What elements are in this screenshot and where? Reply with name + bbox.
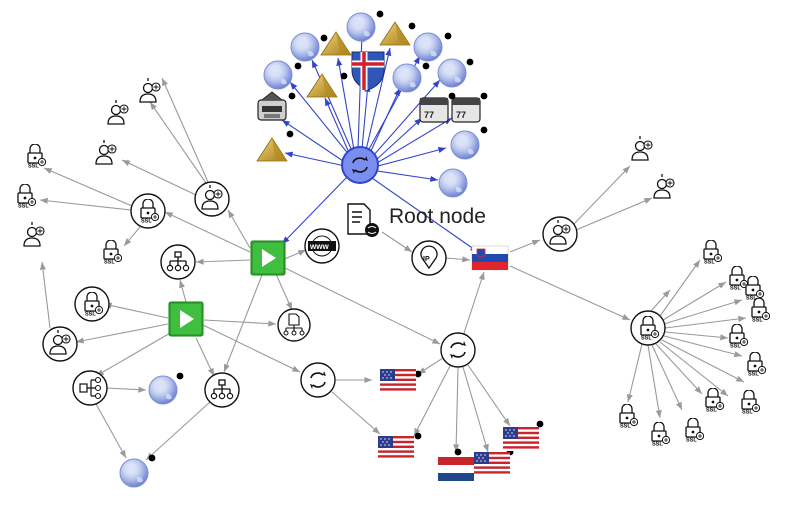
ssl-lock-icon[interactable] <box>703 240 722 266</box>
ssl-lock-icon[interactable] <box>17 184 36 210</box>
person-hub-node[interactable] <box>194 181 230 217</box>
ssl-lock-icon[interactable] <box>747 352 766 378</box>
green-play-node[interactable] <box>168 301 204 337</box>
tree-node[interactable] <box>204 372 240 408</box>
globe-icon[interactable] <box>119 458 149 488</box>
calendar-icon[interactable]: 77 <box>451 97 481 123</box>
sync-hub-node[interactable] <box>341 146 379 184</box>
calendar-icon[interactable]: 77 <box>419 97 449 123</box>
building-icon[interactable] <box>257 91 287 121</box>
flag-netherlands-icon[interactable] <box>438 457 474 481</box>
ssl-lock-icon[interactable] <box>619 404 638 430</box>
ssl-lock-icon[interactable] <box>685 418 704 444</box>
person-icon[interactable] <box>139 78 161 103</box>
person-icon[interactable] <box>23 222 45 247</box>
globe-icon[interactable] <box>148 375 178 405</box>
flag-slovenia-icon[interactable] <box>471 245 509 271</box>
globe-icon[interactable] <box>290 32 320 62</box>
ssl-lock-icon[interactable] <box>745 276 764 302</box>
svg-text:www: www <box>309 242 329 251</box>
www-node[interactable]: www <box>304 228 340 264</box>
ssl-hub-node[interactable] <box>630 310 666 346</box>
ssl-lock-icon[interactable] <box>103 240 122 266</box>
svg-text:77: 77 <box>424 110 434 120</box>
svg-text:IP: IP <box>423 256 430 263</box>
pyramid-icon[interactable] <box>256 137 288 162</box>
pyramid-icon[interactable] <box>306 73 338 98</box>
ssl-lock-icon[interactable] <box>729 266 748 292</box>
document-tree-node[interactable] <box>277 308 311 342</box>
person-icon[interactable] <box>631 136 653 161</box>
sync-node[interactable] <box>440 332 476 368</box>
flag-usa-icon[interactable] <box>378 436 414 460</box>
branch-node[interactable] <box>72 370 108 406</box>
globe-icon[interactable] <box>413 32 443 62</box>
svg-text:77: 77 <box>456 110 466 120</box>
network-node[interactable] <box>160 244 196 280</box>
person-icon[interactable] <box>95 140 117 165</box>
status-dots <box>148 10 544 462</box>
ssl-lock-icon[interactable] <box>27 144 46 170</box>
globe-icon[interactable] <box>438 168 468 198</box>
globe-icon[interactable] <box>392 63 422 93</box>
ssl-lock-icon[interactable] <box>705 388 724 414</box>
hub-cluster: 77 77 <box>148 10 544 462</box>
ssl-lock-icon[interactable] <box>751 298 770 324</box>
ssl-lock-icon[interactable] <box>651 422 670 448</box>
ip-node[interactable]: IP <box>411 240 447 276</box>
root-node-label: Root node <box>389 205 486 228</box>
flag-iceland-icon[interactable] <box>351 51 385 91</box>
flag-usa-icon[interactable] <box>503 427 539 451</box>
flag-usa-icon[interactable] <box>474 452 510 476</box>
pyramid-icon[interactable] <box>379 21 411 46</box>
ssl-lock-icon[interactable] <box>729 324 748 350</box>
blue-edges <box>281 33 479 253</box>
person-hub-node[interactable] <box>542 216 578 252</box>
gray-edges <box>39 77 747 461</box>
globe-icon[interactable] <box>346 12 376 42</box>
ssl-hub-node[interactable] <box>74 286 110 322</box>
green-play-node[interactable] <box>250 240 286 276</box>
ssl-lock-icon[interactable] <box>741 390 760 416</box>
person-icon[interactable] <box>107 100 129 125</box>
root-node[interactable]: Root node <box>347 203 486 237</box>
person-hub-node[interactable] <box>42 326 78 362</box>
globe-icon[interactable] <box>263 60 293 90</box>
flag-usa-icon[interactable] <box>380 369 416 393</box>
globe-icon[interactable] <box>437 58 467 88</box>
person-icon[interactable] <box>653 174 675 199</box>
globe-icon[interactable] <box>450 130 480 160</box>
sync-node[interactable] <box>300 362 336 398</box>
certificate-icon <box>347 203 379 237</box>
ssl-hub-node[interactable] <box>130 193 166 229</box>
